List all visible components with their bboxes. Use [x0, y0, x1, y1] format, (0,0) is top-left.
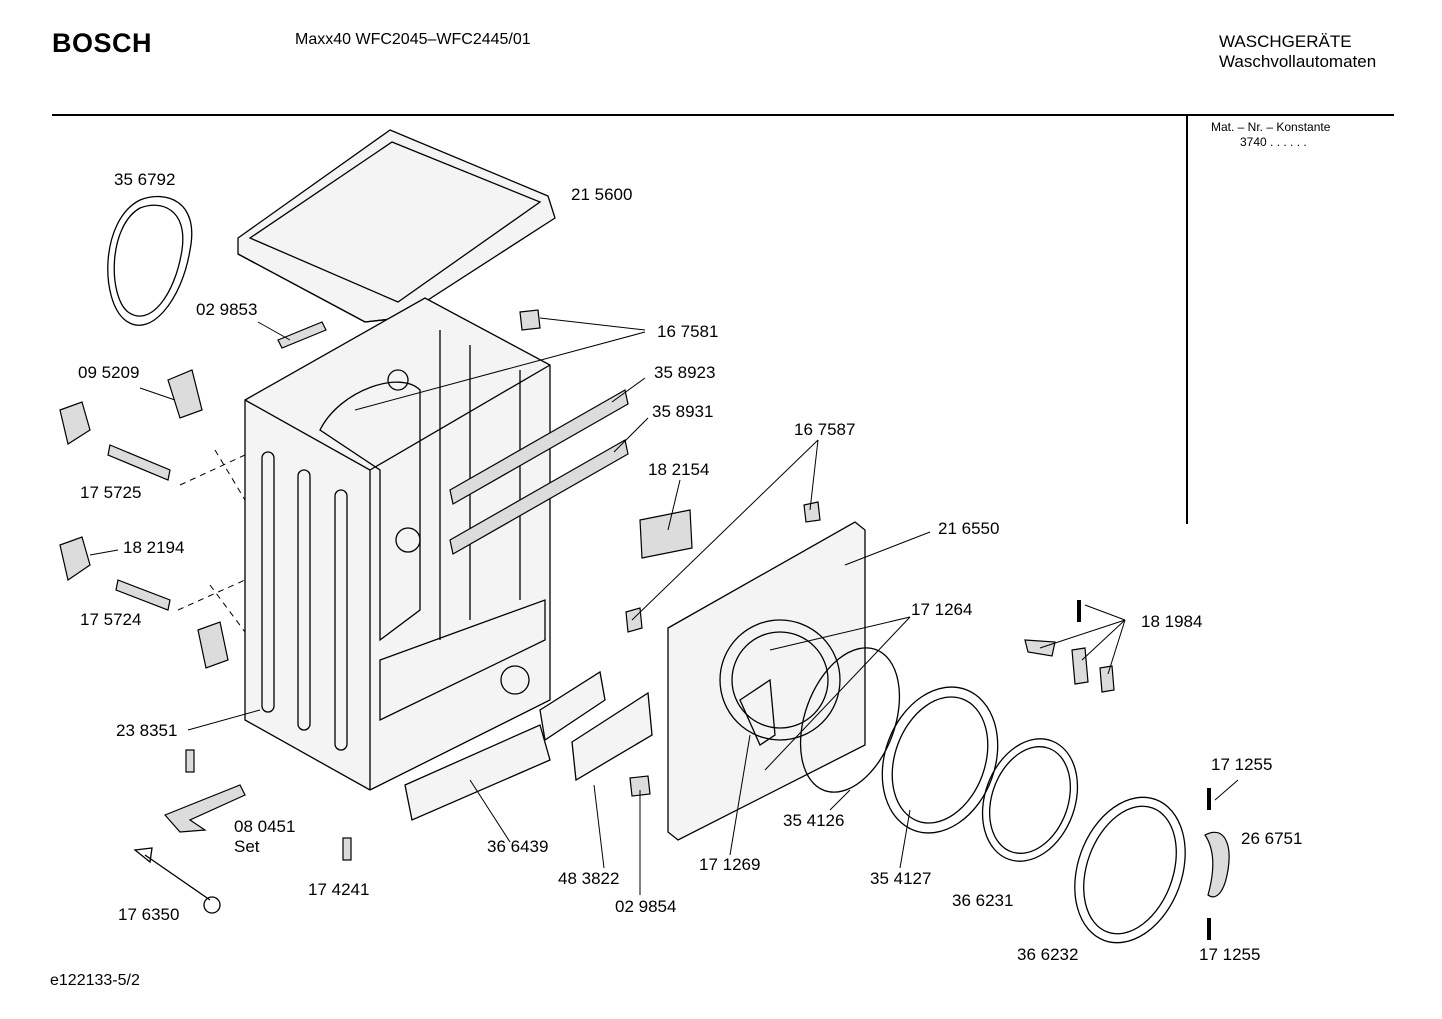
part-label-176350: 17 6350 — [118, 905, 180, 924]
part-label-175725: 17 5725 — [80, 483, 142, 502]
part-label-080451: 08 0451 — [234, 817, 296, 836]
constant-label: Mat. – Nr. – Konstante — [1211, 120, 1331, 134]
part-label-266751: 26 6751 — [1241, 829, 1303, 848]
door-inner-frame — [881, 686, 999, 834]
door-seal — [107, 195, 193, 326]
category-subtitle: Waschvollautomaten — [1219, 52, 1377, 71]
part-label-366231: 36 6231 — [952, 891, 1014, 910]
part-label-029853: 02 9853 — [196, 300, 258, 319]
part-label-182194: 18 2194 — [123, 538, 185, 557]
part-label-167587: 16 7587 — [794, 420, 856, 439]
brand-logo: BOSCH — [52, 28, 153, 58]
model-title: Maxx40 WFC2045–WFC2445/01 — [295, 31, 531, 48]
door-glass — [799, 647, 901, 793]
drawing-id: e122133-5/2 — [50, 972, 140, 989]
part-label-171255-bottom: 17 1255 — [1199, 945, 1261, 964]
part-label-215600: 21 5600 — [571, 185, 633, 204]
constant-value: 3740 . . . . . . — [1240, 135, 1307, 149]
part-label-354126: 35 4126 — [783, 811, 845, 830]
door-glass-ring — [981, 738, 1079, 862]
part-label-366439: 36 6439 — [487, 837, 549, 856]
cross-rails — [449, 389, 629, 555]
part-label-set: Set — [234, 837, 260, 856]
part-label-483822: 48 3822 — [558, 869, 620, 888]
part-label-354127: 35 4127 — [870, 869, 932, 888]
part-label-095209: 09 5209 — [78, 363, 140, 382]
part-label-358931: 35 8931 — [652, 402, 714, 421]
part-label-029854: 02 9854 — [615, 897, 677, 916]
part-label-366232: 36 6232 — [1017, 945, 1079, 964]
part-label-358923: 35 8923 — [654, 363, 716, 382]
leader-lines — [89, 317, 1239, 895]
part-label-356792: 35 6792 — [114, 170, 176, 189]
part-label-174241: 17 4241 — [308, 880, 370, 899]
door-outer-ring — [1074, 796, 1186, 944]
header-divider — [52, 114, 1394, 116]
control-fascia — [404, 670, 653, 821]
side-divider — [1186, 116, 1188, 524]
part-label-171264: 17 1264 — [911, 600, 973, 619]
part-label-182154: 18 2154 — [648, 460, 710, 479]
part-label-171255-top: 17 1255 — [1211, 755, 1273, 774]
front-panel — [667, 521, 866, 841]
feet-and-tools — [133, 749, 352, 914]
cabinet-housing — [244, 297, 551, 791]
part-label-175724: 17 5724 — [80, 610, 142, 629]
worktop-lid — [237, 129, 556, 323]
part-label-238351: 23 8351 — [116, 721, 178, 740]
category-title: WASCHGERÄTE — [1219, 32, 1352, 51]
part-label-216550: 21 6550 — [938, 519, 1000, 538]
small-parts — [59, 309, 1230, 940]
part-label-171269: 17 1269 — [699, 855, 761, 874]
part-label-181984: 18 1984 — [1141, 612, 1203, 631]
part-label-167581: 16 7581 — [657, 322, 719, 341]
